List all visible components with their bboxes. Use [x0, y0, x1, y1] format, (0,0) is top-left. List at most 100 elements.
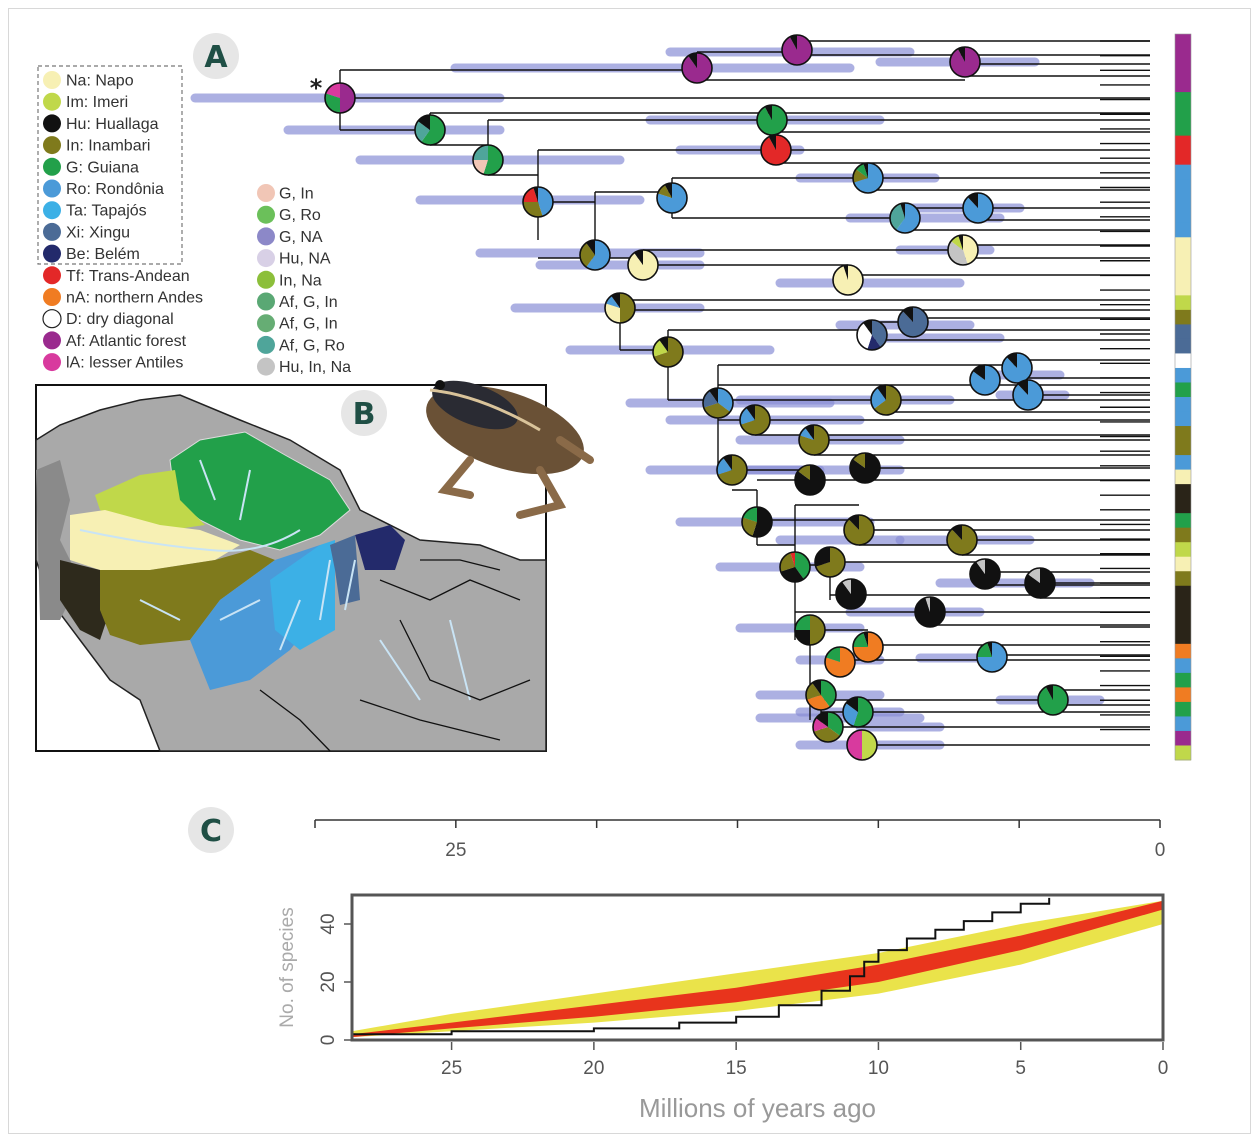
- node-pie-slice: [580, 242, 595, 268]
- combo-label: Af, G, In: [279, 316, 338, 333]
- node-pie-slice: [963, 235, 978, 265]
- strip-cell: [1175, 745, 1191, 761]
- node-pie: [946, 524, 978, 556]
- legend-swatch: [42, 309, 62, 329]
- combo-swatch: [257, 227, 275, 246]
- node-pie-outline: [897, 306, 929, 338]
- strip-cell: [1175, 106, 1191, 122]
- node-pie: [702, 387, 734, 419]
- node-pie-slice: [746, 405, 755, 420]
- node-pie-slice: [473, 160, 488, 175]
- node-pie-slice: [842, 579, 851, 594]
- node-pie: [681, 52, 713, 84]
- strip-cell: [1175, 34, 1191, 50]
- branch: [538, 257, 1150, 351]
- node-pie-slice: [967, 193, 978, 208]
- node-pie-slice: [951, 525, 962, 540]
- border: [259, 689, 331, 752]
- node-pie-outline: [914, 596, 946, 628]
- node-pie-outline: [947, 234, 979, 266]
- node-pie-slice: [340, 83, 355, 113]
- combo-label: G, Ro: [279, 207, 321, 224]
- river: [219, 599, 261, 621]
- node-pie-slice: [799, 425, 830, 455]
- node-pie-slice: [1045, 685, 1053, 700]
- node-pie-outline: [794, 614, 826, 646]
- legend-swatch: [43, 92, 61, 111]
- combo-swatch: [257, 314, 275, 333]
- strip-cell: [1175, 295, 1191, 311]
- combo-swatch: [257, 184, 275, 202]
- node-pie-slice: [1037, 685, 1068, 715]
- strip-cell: [1175, 397, 1191, 413]
- node-pie-slice: [812, 680, 821, 695]
- legend-swatch: [43, 331, 61, 350]
- node-pie-slice: [605, 295, 620, 308]
- node-pie-slice: [915, 597, 946, 628]
- node-pie-slice: [806, 682, 821, 700]
- legend-label: Tf: Trans-Andean: [66, 268, 190, 285]
- frog-eye: [435, 380, 445, 390]
- legend-label: D: dry diagonal: [66, 311, 174, 328]
- node-pie: [976, 641, 1008, 673]
- node-pie-slice: [855, 163, 868, 178]
- node-pie-slice: [723, 455, 732, 470]
- node-pie-slice: [962, 193, 993, 224]
- node-pie-slice: [925, 597, 930, 612]
- node-pie-outline: [681, 52, 713, 84]
- node-pie: [852, 162, 884, 194]
- node-pie: [824, 646, 856, 678]
- node-pie-slice: [948, 241, 968, 265]
- timeline-tick-label: 0: [1155, 840, 1166, 861]
- legend-label: Ro: Rondônia: [66, 181, 164, 198]
- river: [79, 529, 301, 552]
- node-pie-slice: [857, 322, 872, 350]
- node-pie-slice: [688, 53, 697, 68]
- node-pie-slice: [806, 695, 830, 711]
- combo-swatch: [257, 205, 275, 224]
- node-pie-slice: [843, 265, 848, 280]
- node-pie-outline: [656, 182, 688, 214]
- strip-cell: [1175, 469, 1191, 485]
- node-pie-outline: [414, 114, 446, 146]
- border: [379, 579, 521, 601]
- panel-a-label: A: [204, 40, 228, 75]
- node-pie-slice: [611, 293, 620, 308]
- strip-cell: [1175, 701, 1191, 717]
- node-pie-slice: [473, 145, 488, 160]
- node-pie: [814, 546, 846, 578]
- node-pie-slice: [795, 552, 811, 580]
- node-pie-slice: [863, 320, 872, 335]
- node-pie: [522, 186, 554, 218]
- node-pie-outline: [969, 364, 1001, 396]
- node-pie-slice: [900, 203, 905, 218]
- node-pie-outline: [946, 524, 978, 556]
- node-pie-slice: [780, 567, 804, 583]
- root-asterisk: *: [310, 74, 323, 102]
- legend-label: Xi: Xingu: [66, 224, 130, 241]
- strip-cell: [1175, 484, 1191, 500]
- node-pie-outline: [843, 514, 875, 546]
- node-pie-slice: [843, 703, 858, 727]
- river: [449, 619, 471, 701]
- legend-label: G: Guiana: [66, 159, 139, 176]
- node-pie-slice: [789, 35, 797, 50]
- node-pie-outline: [870, 384, 902, 416]
- combo-swatch: [257, 292, 275, 311]
- node-pie: [739, 404, 771, 436]
- node-pie-slice: [653, 339, 668, 357]
- node-pie-slice: [1013, 379, 1044, 410]
- strip-cell: [1175, 367, 1191, 383]
- node-pie: [889, 202, 921, 234]
- strip-cell: [1175, 440, 1191, 456]
- tip-region-strip: [1174, 33, 1192, 761]
- strip-cell: [1175, 280, 1191, 296]
- node-pie: [969, 364, 1001, 396]
- node-pie-outline: [949, 46, 981, 78]
- node-pie-slice: [703, 403, 731, 418]
- node-pie-outline: [741, 506, 773, 538]
- panel-b-badge: [341, 390, 387, 436]
- node-pie-outline: [522, 186, 554, 218]
- panel-letters: A B C *: [188, 33, 387, 853]
